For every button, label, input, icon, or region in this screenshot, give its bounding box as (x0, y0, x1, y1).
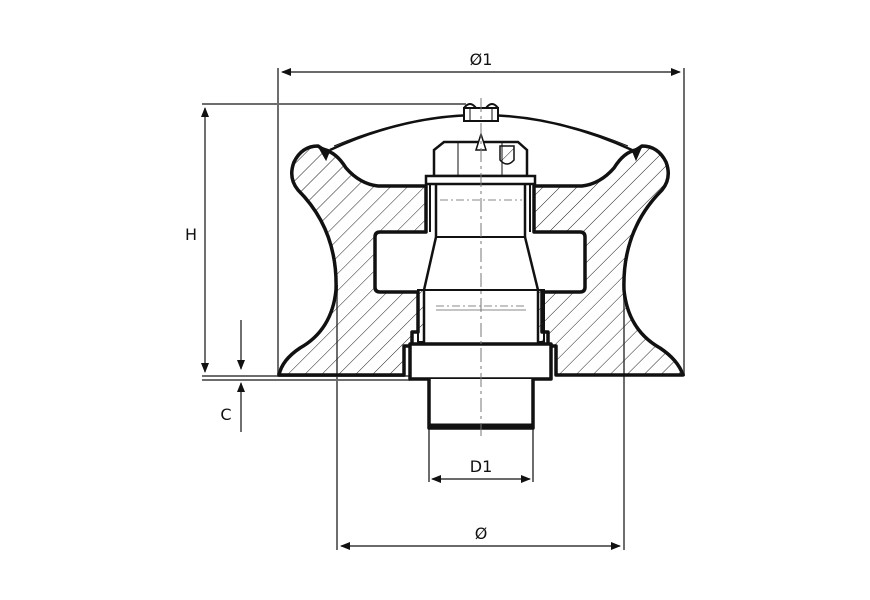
drum-left-section (277, 144, 428, 377)
base-diameter-label: Ø (475, 524, 488, 543)
height-label: H (185, 225, 197, 244)
dimension-lines (201, 68, 681, 550)
cover-dome (316, 103, 643, 162)
drum-body (277, 144, 685, 377)
shaft-diameter-label: D1 (470, 457, 493, 476)
outer-diameter-label: Ø1 (470, 50, 493, 69)
clearance-label: C (220, 405, 231, 424)
drum-right-section (532, 144, 685, 377)
shaft-bore (417, 184, 545, 344)
